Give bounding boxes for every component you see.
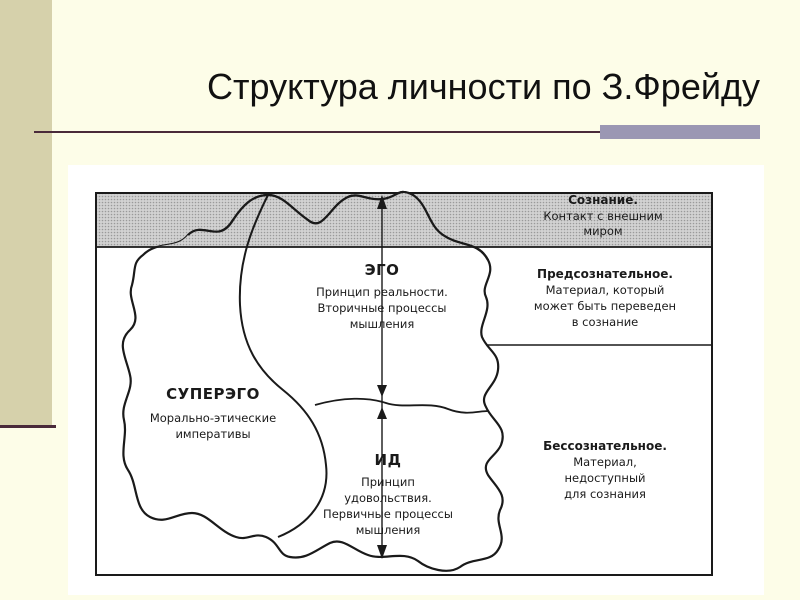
ego-line-1: Принцип реальности. [316,285,448,299]
freud-structure-diagram: Сознание. Контакт с внешним миром Предсо… [68,165,764,595]
conscious-heading: Сознание. [568,193,638,207]
decorative-side-bar [0,0,52,425]
preconscious-line-2: может быть переведен [533,299,677,313]
diagram-graphics [95,190,713,576]
arrow-up-top [377,195,387,209]
unconscious-line-2: недоступный [564,471,646,485]
ego-line-3: мышления [349,317,415,331]
side-rule [0,425,56,428]
superego-line-1: Морально-этические [149,411,277,425]
superego-boundary [238,194,328,538]
ego-name: ЭГО [364,261,400,279]
personality-top-edge [187,190,489,261]
id-line-4: мышления [355,523,421,537]
conscious-overlap [157,193,475,247]
arrow-down-bottom [377,545,387,559]
slide-title: Структура личности по З.Фрейду [207,66,760,107]
title-accent-bar [600,125,760,139]
unconscious-line-1: Материал, [573,455,637,469]
id-name: ИД [374,451,402,469]
id-line-3: Первичные процессы [323,507,453,521]
conscious-line-2: миром [583,224,623,238]
title-underline [34,131,600,133]
ego-id-boundary [314,397,489,414]
preconscious-line-3: в сознание [571,315,639,329]
unconscious-heading: Бессознательное. [543,439,667,453]
preconscious-heading: Предсознательное. [537,267,673,281]
ego-line-2: Вторичные процессы [317,301,447,315]
superego-line-2: императивы [175,427,251,441]
preconscious-line-1: Материал, который [545,283,665,297]
conscious-line-1: Контакт с внешним [543,209,663,223]
id-line-2: удовольствия. [344,491,432,505]
unconscious-line-3: для сознания [564,487,646,501]
superego-name: СУПЕРЭГО [166,385,260,403]
arrow-down-mid [377,385,387,397]
arrow-up-mid [377,407,387,419]
id-line-1: Принцип [361,475,415,489]
